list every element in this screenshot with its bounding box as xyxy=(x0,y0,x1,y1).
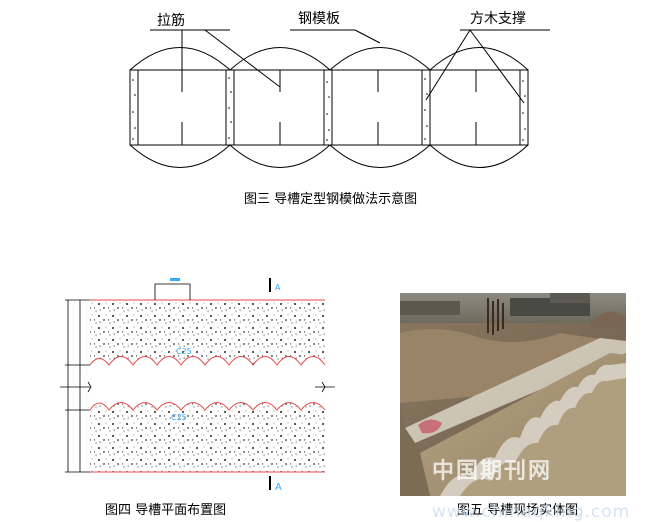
dimension-lines xyxy=(60,283,335,473)
red-outlines xyxy=(89,299,326,473)
concrete-label-top: C25 xyxy=(176,347,192,356)
label-tie-bar: 拉筋 xyxy=(157,13,185,29)
concrete-label-bottom: C25 xyxy=(171,413,187,422)
section-marker-top: A xyxy=(275,283,281,292)
top-blue-mark xyxy=(170,278,180,281)
timber-supports xyxy=(129,69,529,146)
figure-4-caption: 图四 导槽平面布置图 xyxy=(105,503,227,518)
leader-lines xyxy=(150,29,550,104)
site-photo: 中国期刊网 xyxy=(400,293,626,496)
figure-5-caption: 图五 导槽现场实体图 xyxy=(457,503,579,518)
figure-4: A A C25 C25 图四 导槽平面布置图 xyxy=(60,270,340,522)
label-steel-form: 钢模板 xyxy=(298,11,340,27)
tie-bars xyxy=(181,70,477,145)
trench-plan-diagram: A A C25 C25 xyxy=(60,278,335,493)
watermark-url: www.chinaqking.com xyxy=(432,502,631,522)
figure-3-caption: 图三 导槽定型钢模做法示意图 xyxy=(244,192,418,207)
figure-3: 拉筋 钢模板 方木支撑 图三 导槽定型钢模做法示意图 xyxy=(0,0,661,215)
trench-photo-illustration xyxy=(400,293,626,496)
steel-form-diagram xyxy=(129,29,550,168)
section-marker-bottom: A xyxy=(275,482,282,493)
photo-watermark: 中国期刊网 xyxy=(432,459,553,484)
label-timber-support: 方木支撑 xyxy=(470,11,526,27)
